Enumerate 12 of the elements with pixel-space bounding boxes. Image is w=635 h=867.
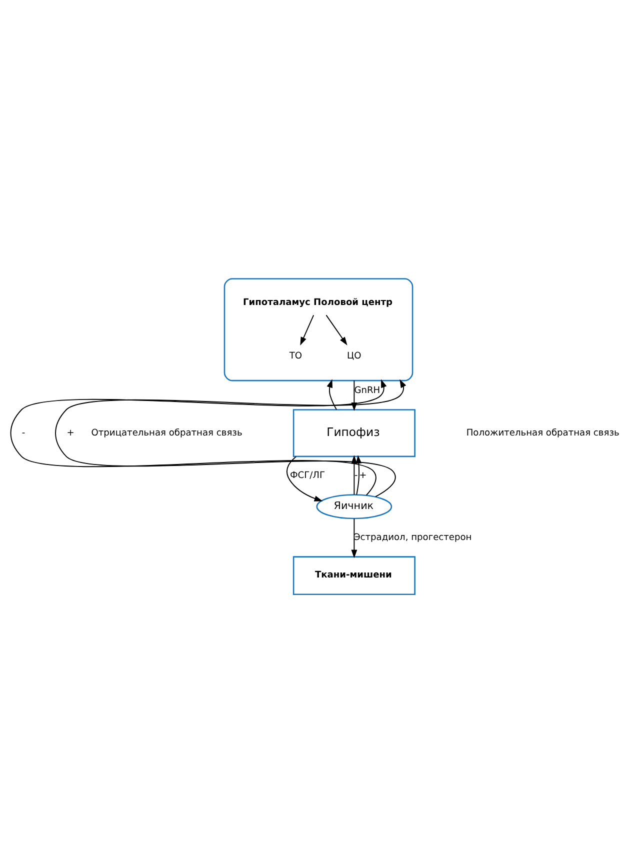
edge-label: - [22, 428, 26, 438]
node-text: ТО [289, 350, 302, 361]
node-text: Гипоталамус Половой центр [242, 298, 393, 308]
edge-label: ФСГ/ЛГ [290, 470, 326, 480]
edge-label: + [66, 428, 74, 438]
edge-label: + [359, 470, 367, 480]
node-text: ЦО [347, 350, 362, 361]
edge-label: GnRH [354, 386, 380, 396]
edge-label: - [354, 470, 358, 480]
label: Отрицательная обратная связь [91, 428, 242, 438]
edge-label: Эстрадиол, прогестерон [354, 532, 472, 543]
label: Положительная обратная связь [466, 428, 620, 438]
